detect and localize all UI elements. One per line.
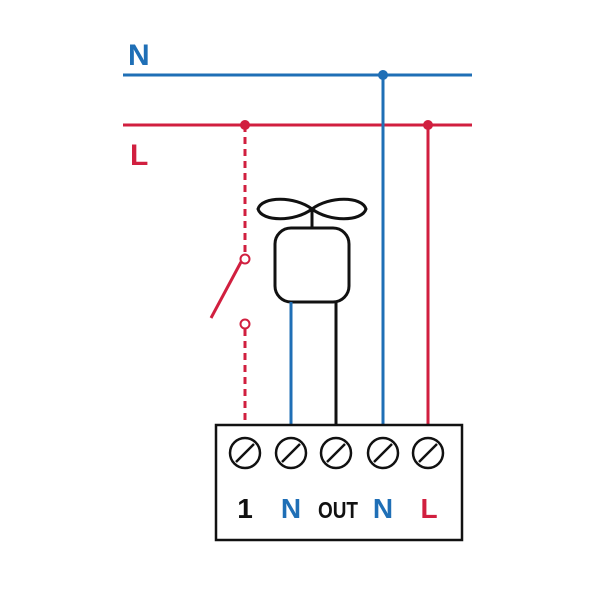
- terminal-screw-n2: [366, 436, 400, 470]
- ceiling-fan-icon: [256, 197, 368, 304]
- switch-icon: [209, 253, 251, 330]
- terminal-screw-n1: [274, 436, 308, 470]
- terminal-label-n1: N: [281, 493, 301, 524]
- terminal-screw-out: [319, 436, 353, 470]
- neutral-line-label: N: [128, 39, 150, 72]
- terminal-label-1: 1: [237, 493, 253, 524]
- terminal-screw-1: [228, 436, 262, 470]
- terminal-label-out: OUT: [318, 497, 358, 523]
- live-line-label: L: [130, 139, 148, 172]
- terminal-screw-l: [411, 436, 445, 470]
- terminal-label-l: L: [420, 493, 437, 524]
- terminal-label-n2: N: [373, 493, 393, 524]
